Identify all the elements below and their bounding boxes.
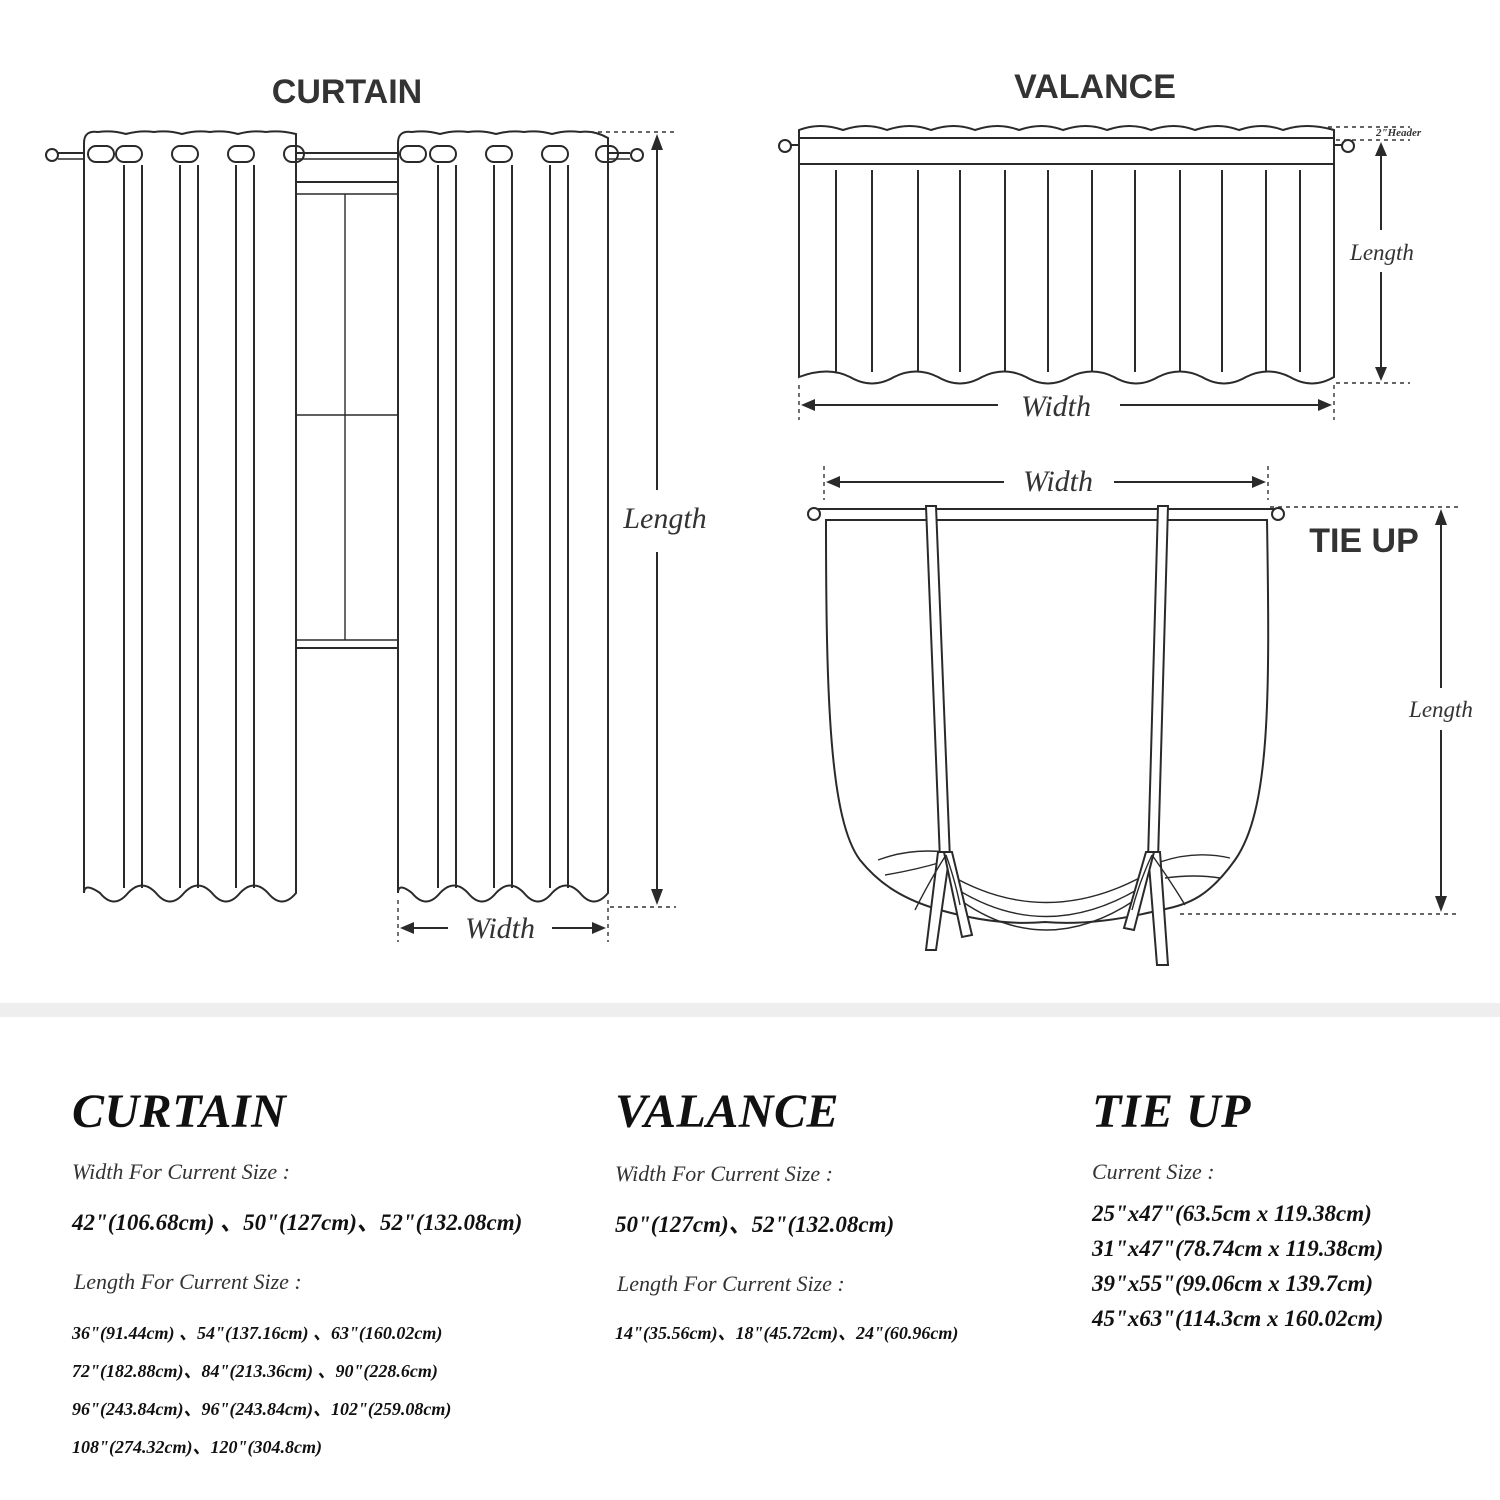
curtain-length-heading: Length For Current Size : xyxy=(74,1269,302,1294)
curtain-specs-title: CURTAIN xyxy=(72,1085,287,1138)
section-divider xyxy=(0,1003,1500,1017)
tieup-size: 25"x47"(63.5cm x 119.38cm) xyxy=(1092,1201,1372,1226)
curtain-specs: CURTAIN Width For Current Size : 42"(106… xyxy=(72,1088,522,1459)
valance-header-label: 2"Header xyxy=(1375,127,1422,139)
curtain-length-line: 36"(91.44cm) 、54"(137.16cm) 、63"(160.02c… xyxy=(72,1323,443,1343)
valance-length-heading: Length For Current Size : xyxy=(617,1271,845,1296)
valance-diagram-title: VALANCE xyxy=(1014,68,1176,106)
valance-width-sizes: 50"(127cm)、52"(132.08cm) xyxy=(615,1212,895,1237)
valance-width-heading: Width For Current Size : xyxy=(615,1161,833,1186)
tieup-width-dimension xyxy=(823,466,1269,500)
curtain-diagram-title: CURTAIN xyxy=(272,73,422,111)
curtain-length-dimension xyxy=(590,131,676,908)
valance-panel xyxy=(798,125,1335,385)
valance-width-label: Width xyxy=(1021,390,1091,423)
product-dimension-diagram: CURTAIN xyxy=(45,68,1473,966)
valance-specs: VALANCE Width For Current Size : 50"(127… xyxy=(615,1088,958,1345)
curtain-width-dimension xyxy=(397,900,609,942)
valance-length-sizes: 14"(35.56cm)、18"(45.72cm)、24"(60.96cm) xyxy=(615,1323,959,1343)
tieup-size-heading: Current Size : xyxy=(1092,1159,1215,1184)
valance-specs-title: VALANCE xyxy=(615,1085,839,1138)
tieup-size: 45"x63"(114.3cm x 160.02cm) xyxy=(1092,1306,1384,1331)
valance-width-dimension xyxy=(798,385,1335,420)
tieup-diagram-title: TIE UP xyxy=(1309,522,1419,560)
tieup-right-strap xyxy=(1122,505,1186,966)
curtain-width-sizes: 42"(106.68cm) 、50"(127cm)、52"(132.08cm) xyxy=(72,1210,523,1235)
curtain-length-line: 72"(182.88cm)、84"(213.36cm) 、90"(228.6cm… xyxy=(72,1361,438,1381)
tieup-width-label: Width xyxy=(1023,465,1093,498)
curtain-width-heading: Width For Current Size : xyxy=(72,1159,290,1184)
tieup-specs: TIE UP Current Size : 25"x47"(63.5cm x 1… xyxy=(1092,1088,1383,1332)
curtain-width-label: Width xyxy=(465,912,535,945)
tieup-size: 31"x47"(78.74cm x 119.38cm) xyxy=(1092,1236,1384,1261)
tieup-left-strap xyxy=(914,505,974,951)
tieup-size: 39"x55"(99.06cm x 139.7cm) xyxy=(1092,1271,1374,1296)
valance-length-label: Length xyxy=(1349,240,1414,265)
curtain-left-panel xyxy=(83,130,305,903)
tieup-length-dimension xyxy=(1180,506,1458,915)
valance-length-dimension xyxy=(1328,126,1410,384)
curtain-length-line: 108"(274.32cm)、120"(304.8cm) xyxy=(72,1437,322,1457)
curtain-window xyxy=(293,181,399,649)
curtain-length-line: 96"(243.84cm)、96"(243.84cm)、102"(259.08c… xyxy=(72,1399,452,1419)
tieup-specs-title: TIE UP xyxy=(1092,1085,1251,1138)
tieup-length-label: Length xyxy=(1408,697,1473,722)
curtain-right-panel xyxy=(397,130,619,903)
tieup-rod xyxy=(807,507,1285,521)
tieup-panel xyxy=(824,519,1270,931)
curtain-length-label: Length xyxy=(622,502,706,535)
